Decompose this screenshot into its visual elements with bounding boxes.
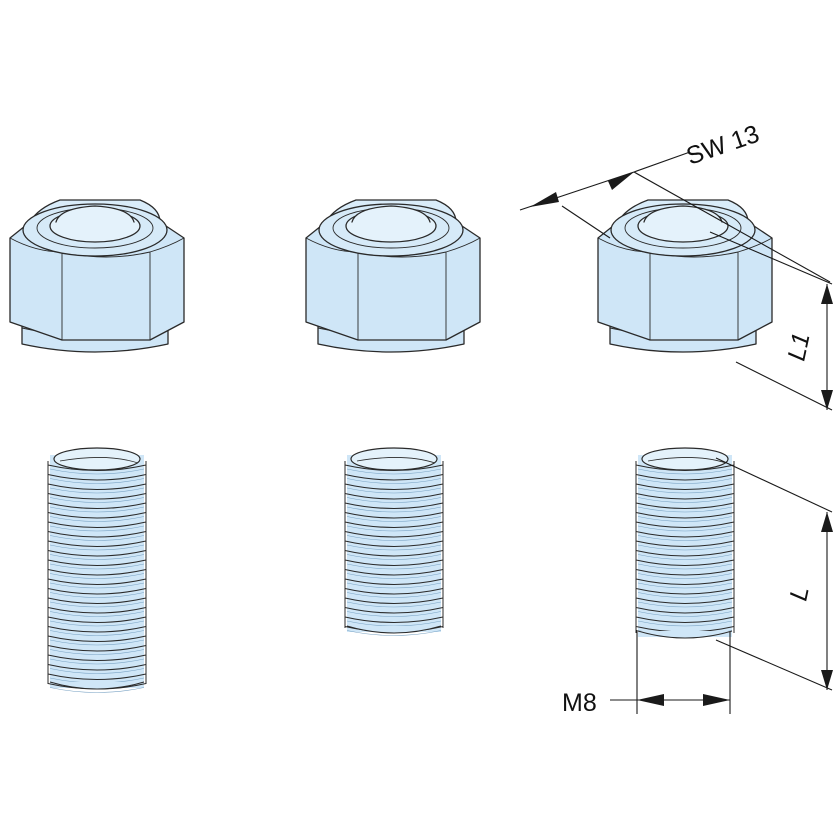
nut-height-label: L1 xyxy=(782,330,815,363)
arrow-head-icon xyxy=(530,192,559,207)
cap-nut-right xyxy=(597,199,773,353)
cap-nut-left xyxy=(9,199,185,353)
threaded-stud-left xyxy=(47,447,147,693)
arrow-head-icon xyxy=(608,172,634,190)
arrow-head-icon xyxy=(703,694,730,706)
arrow-head-icon xyxy=(821,670,833,690)
dimension-stud-length: L xyxy=(715,457,833,691)
dimension-nut-height: L1 xyxy=(709,231,833,411)
threaded-stud-right xyxy=(635,447,735,639)
arrow-head-icon xyxy=(821,512,833,532)
dimension-thread-size: M8 xyxy=(562,630,731,717)
thread-size-label: M8 xyxy=(562,689,597,717)
arrow-head-icon xyxy=(821,390,833,410)
stud-length-label: L xyxy=(784,584,814,603)
arrow-head-icon xyxy=(821,284,833,304)
wrench-size-label: SW 13 xyxy=(683,120,763,171)
arrow-head-icon xyxy=(637,694,664,706)
cap-nut-middle xyxy=(305,199,481,353)
threaded-stud-middle xyxy=(344,447,444,636)
